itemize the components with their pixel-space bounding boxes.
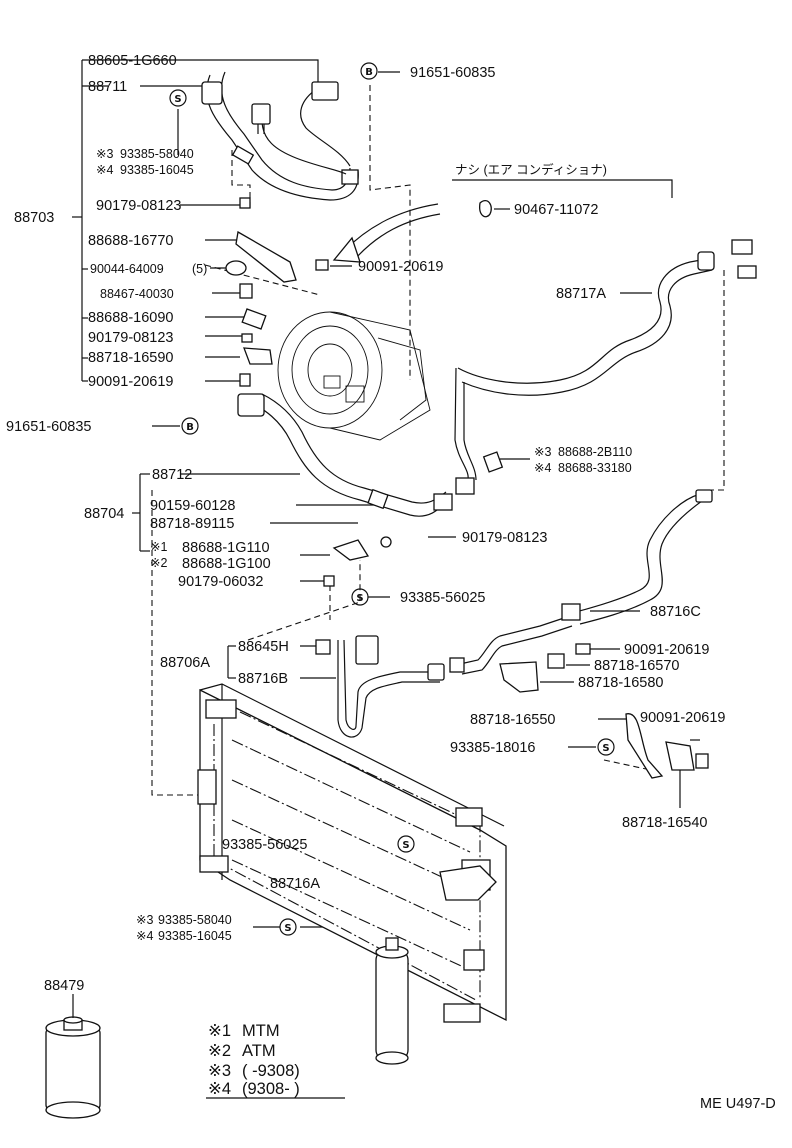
svg-text:B: B <box>365 67 373 78</box>
legend-mark-1: ※1 <box>208 1022 231 1040</box>
circle-symbol-b: B <box>181 417 199 435</box>
group-bracket-88703 <box>72 59 190 382</box>
mark-4: ※4 <box>96 163 113 177</box>
label-88704: 88704 <box>84 506 124 522</box>
legend-mark-3: ※3 <box>208 1062 231 1080</box>
diagram-code: ME U497-D <box>700 1096 776 1112</box>
compressor <box>277 311 431 441</box>
direction-arrow <box>332 203 441 263</box>
label-88703: 88703 <box>14 210 54 226</box>
label-88716b: 88716B <box>238 671 288 687</box>
label-93385-58040-bot: 93385-58040 <box>158 913 232 927</box>
label-88706a: 88706A <box>160 655 210 671</box>
pipe-88716B <box>337 635 445 738</box>
legend-mark-4: ※4 <box>208 1080 231 1098</box>
label-88716a: 88716A <box>270 876 320 892</box>
legend-mark-2: ※2 <box>208 1042 231 1060</box>
label-88718-16570: 88718-16570 <box>594 658 679 674</box>
label-88718-16580: 88718-16580 <box>578 675 663 691</box>
mark-4: ※4 <box>534 461 551 475</box>
label-88688-16090: 88688-16090 <box>88 310 173 326</box>
label-93385-56025-b: 93385-56025 <box>222 837 307 853</box>
circle-symbol-s: S <box>397 835 415 853</box>
legend: ※1 MTM ※2 ATM ※3 ( -9308) ※4 (9308- ) <box>206 1022 345 1099</box>
svg-text:S: S <box>174 94 181 105</box>
label-88688-1g110: 88688-1G110 <box>182 540 270 556</box>
label-93385-16045-bot: 93385-16045 <box>158 929 232 943</box>
label-93385-18016: 93385-18016 <box>450 740 535 756</box>
label-88718-16590: 88718-16590 <box>88 350 173 366</box>
label-90159-60128: 90159-60128 <box>150 498 235 514</box>
label-88605-1g660: 88605-1G660 <box>88 53 177 69</box>
mark-4: ※4 <box>136 929 153 943</box>
label-93385-56025-a: 93385-56025 <box>400 590 485 606</box>
mark-2: ※2 <box>150 556 167 570</box>
label-88467-40030: 88467-40030 <box>100 287 174 301</box>
cable-88605 <box>251 81 351 175</box>
svg-text:S: S <box>284 923 291 934</box>
svg-text:S: S <box>602 743 609 754</box>
svg-text:B: B <box>186 422 194 433</box>
circle-symbol-s: S <box>279 918 297 936</box>
label-90091-20619-c: 90091-20619 <box>624 642 709 658</box>
label-88711: 88711 <box>88 79 127 95</box>
label-90467-11072: 90467-11072 <box>514 202 598 218</box>
label-90091-20619-d: 90091-20619 <box>640 710 725 726</box>
label-88688-2b110: 88688-2B110 <box>558 445 632 459</box>
legend-text-atm: ATM <box>242 1042 276 1060</box>
mark-3: ※3 <box>136 913 153 927</box>
circle-symbol-s: S <box>597 738 615 756</box>
label-88688-16770: 88688-16770 <box>88 233 173 249</box>
label-90091-20619-b: 90091-20619 <box>88 374 173 390</box>
mark-3: ※3 <box>534 445 551 459</box>
label-nashi-air-conditioner: ナシ (エア コンディショナ) <box>455 162 607 177</box>
mark-1: ※1 <box>150 540 167 554</box>
group-bracket-88704 <box>132 473 150 552</box>
circle-symbol-s: S <box>169 89 187 107</box>
legend-text-after: (9308- ) <box>242 1080 300 1098</box>
label-90091-20619-a: 90091-20619 <box>358 259 443 275</box>
label-88645h: 88645H <box>238 639 289 655</box>
label-88712: 88712 <box>152 467 192 483</box>
svg-text:S: S <box>356 593 363 604</box>
label-91651-60835-mid: 91651-60835 <box>6 419 91 435</box>
svg-text:S: S <box>402 840 409 851</box>
small-parts <box>225 197 709 779</box>
label-88717a: 88717A <box>556 286 606 302</box>
label-88716c: 88716C <box>650 604 701 620</box>
circle-symbol-s: S <box>351 588 369 606</box>
label-90044-qty: (5) <box>192 262 207 276</box>
label-88718-16540: 88718-16540 <box>622 815 707 831</box>
label-91651-60835-top: 91651-60835 <box>410 65 495 81</box>
pipe-88716C <box>449 489 713 675</box>
condenser <box>197 683 507 1023</box>
label-88718-16550: 88718-16550 <box>470 712 555 728</box>
label-90179-06032: 90179-06032 <box>178 574 263 590</box>
pipe-88711 <box>201 71 359 201</box>
label-90179-08123-b: 90179-08123 <box>88 330 173 346</box>
label-93385-16045-top: 93385-16045 <box>120 163 194 177</box>
pipe-88712 <box>237 393 475 517</box>
receiver-drier <box>375 937 409 1065</box>
label-90179-08123-a: 90179-08123 <box>96 198 181 214</box>
nashi-bracket <box>452 179 673 198</box>
label-90044-64009: 90044-64009 <box>90 262 164 276</box>
label-88718-89115: 88718-89115 <box>150 516 234 532</box>
label-93385-58040-top: 93385-58040 <box>120 147 194 161</box>
label-90179-08123-c: 90179-08123 <box>462 530 547 546</box>
pipe-88717A <box>454 239 757 481</box>
oil-can <box>45 994 101 1119</box>
mark-3: ※3 <box>96 147 113 161</box>
group-bracket-88706A <box>227 645 236 679</box>
label-88688-1g100: 88688-1G100 <box>182 556 271 572</box>
legend-text-mtm: MTM <box>242 1022 280 1040</box>
label-88688-33180: 88688-33180 <box>558 461 632 475</box>
legend-text-before: ( -9308) <box>242 1062 300 1080</box>
circle-symbol-b: B <box>360 62 378 80</box>
label-88479: 88479 <box>44 978 84 994</box>
